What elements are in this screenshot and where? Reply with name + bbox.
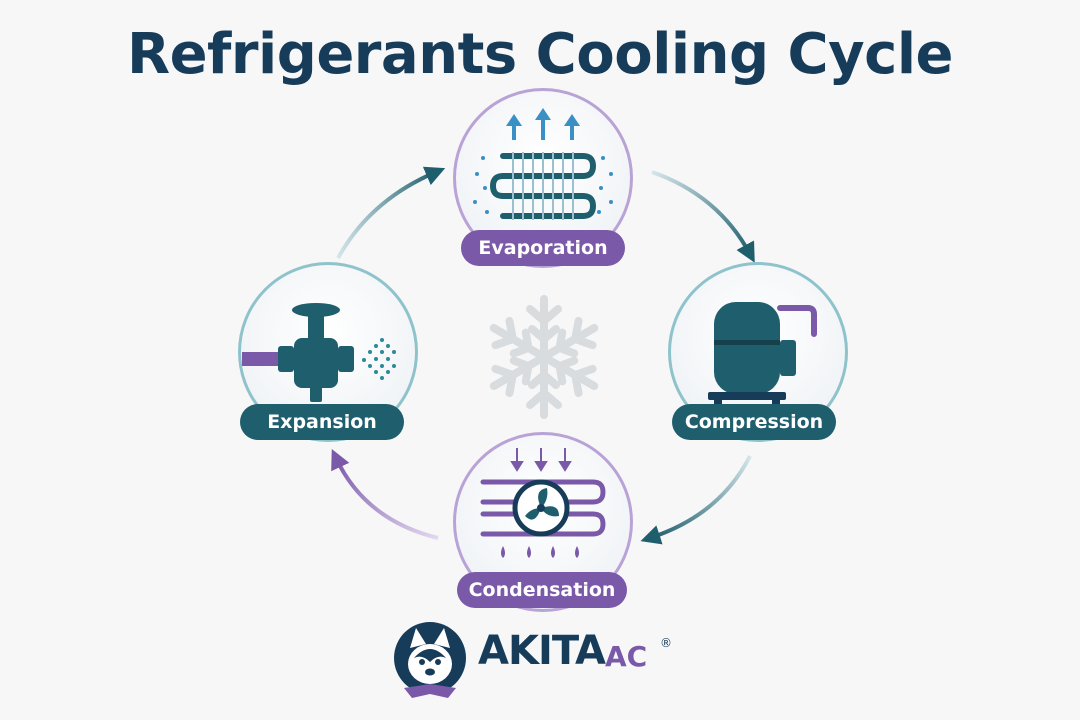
snowflake-icon: [479, 295, 609, 422]
compression-label: Compression: [672, 404, 836, 440]
condenser-fan-icon: [480, 448, 606, 558]
condensation-label: Condensation: [457, 572, 627, 608]
evaporation-node: Evaporation: [453, 88, 633, 268]
arrow-compression-to-condensation: [640, 455, 752, 545]
condensation-node: Condensation: [453, 432, 633, 612]
diagram-title: Refrigerants Cooling Cycle: [126, 22, 954, 87]
arrow-condensation-to-expansion: [331, 448, 439, 540]
evaporator-coil-icon: [473, 108, 613, 220]
brand-registered-mark: ®: [660, 636, 672, 650]
expansion-valve-icon: [242, 303, 396, 402]
compression-node: Compression: [668, 262, 858, 452]
akita-dog-logo: [394, 622, 466, 698]
brand-sub: AC: [605, 640, 648, 673]
expansion-node: Expansion: [238, 262, 428, 452]
evaporation-label: Evaporation: [461, 230, 625, 266]
arrow-evaporation-to-compression: [651, 170, 755, 263]
arrow-expansion-to-evaporation: [336, 166, 446, 259]
expansion-label: Expansion: [240, 404, 404, 440]
brand-name: AKITA: [478, 628, 606, 674]
